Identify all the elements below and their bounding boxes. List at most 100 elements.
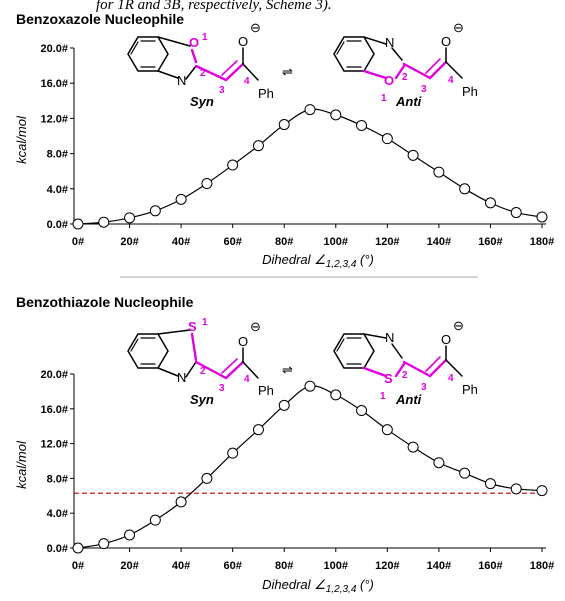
syn-label: Syn: [190, 94, 214, 109]
atom-number: 3: [421, 84, 427, 95]
panel-title: Benzoxazole Nucleophile: [16, 11, 184, 27]
charge: ⊖: [250, 319, 261, 334]
y-tick-label: 16.0#: [40, 78, 68, 90]
charge: ⊖: [453, 20, 464, 35]
syn-molecule: S 1 N 2 3 4 O ⊖ Ph Syn: [127, 317, 274, 407]
x-tick-label: 100#: [324, 236, 348, 248]
atom-number: 4: [448, 75, 454, 86]
oxide: O: [238, 334, 248, 349]
data-point: [278, 119, 290, 131]
phenyl: Ph: [258, 383, 274, 398]
x-ticks: 0#20#40#60#80#100#120#140#160#180#: [72, 224, 554, 248]
data-point: [201, 472, 213, 484]
data-point: [252, 424, 264, 436]
phenyl: Ph: [462, 84, 478, 99]
data-point: [510, 207, 522, 219]
atom-number: 4: [448, 373, 454, 384]
data-point: [149, 514, 161, 526]
y-tick-label: 4.0#: [47, 508, 68, 520]
data-point: [433, 166, 445, 178]
y-tick-label: 0.0#: [47, 219, 68, 231]
ring-nitrogen: N: [385, 330, 394, 345]
atom-number: 3: [219, 85, 225, 96]
y-tick-label: 4.0#: [47, 184, 68, 196]
x-tick-label: 100#: [324, 560, 348, 572]
panel-title: Benzothiazole Nucleophile: [16, 294, 194, 310]
data-point: [227, 159, 239, 171]
data-point: [175, 496, 187, 508]
atom-number: 2: [200, 68, 206, 79]
data-point: [227, 447, 239, 459]
syn-label: Syn: [190, 392, 214, 407]
atom-number: 3: [219, 383, 225, 394]
y-tick-label: 8.0#: [47, 149, 68, 161]
x-ticks: 0#20#40#60#80#100#120#140#160#180#: [72, 548, 554, 572]
anti-heteroatom: S: [384, 371, 393, 386]
series-line: [77, 108, 543, 225]
data-point: [149, 205, 161, 217]
syn-heteroatom: S: [188, 319, 197, 334]
data-point: [407, 441, 419, 453]
ring-nitrogen: N: [385, 35, 394, 50]
data-point: [433, 457, 445, 469]
ring-nitrogen: N: [177, 370, 186, 385]
syn-heteroatom: O: [189, 35, 199, 50]
y-tick-label: 16.0#: [40, 404, 68, 416]
y-axis-label: kcal/mol: [14, 440, 29, 489]
anti-molecule: N S 1 2 3 4 O ⊖ Ph Anti: [333, 318, 478, 407]
data-point: [381, 133, 393, 145]
atom-number: 4: [244, 76, 250, 87]
data-point: [72, 542, 84, 554]
charge: ⊖: [250, 20, 261, 35]
data-point: [356, 119, 368, 131]
data-point: [484, 197, 496, 209]
y-ticks: 0.0# 4.0# 8.0# 12.0# 16.0# 20.0#: [40, 369, 74, 555]
data-point: [536, 211, 548, 223]
x-tick-label: 40#: [172, 236, 190, 248]
anti-label: Anti: [395, 94, 422, 109]
data-point: [536, 485, 548, 497]
x-tick-label: 60#: [223, 560, 241, 572]
data-point: [304, 104, 316, 116]
oxide: O: [238, 34, 248, 49]
oxide: O: [441, 332, 451, 347]
y-tick-label: 8.0#: [47, 473, 68, 485]
data-point: [484, 478, 496, 490]
oxide: O: [441, 34, 451, 49]
atom-number: 2: [402, 370, 408, 381]
atom-number: 1: [380, 391, 386, 402]
ring-nitrogen: N: [177, 73, 186, 88]
x-tick-label: 80#: [275, 560, 293, 572]
y-tick-label: 12.0#: [40, 439, 68, 451]
data-point: [175, 193, 187, 205]
syn-molecule: O 1 N 2 3 4 O ⊖ Ph Syn: [127, 20, 274, 109]
data-point: [98, 538, 110, 550]
series: [72, 104, 548, 230]
atom-number: 4: [244, 374, 250, 385]
data-point: [459, 183, 471, 195]
y-ticks: 0.0# 4.0# 8.0# 12.0# 16.0# 20.0#: [40, 43, 74, 231]
y-tick-label: 20.0#: [40, 43, 68, 55]
data-point: [72, 218, 84, 230]
y-tick-label: 20.0#: [40, 369, 68, 381]
data-point: [407, 149, 419, 161]
x-tick-label: 80#: [275, 236, 293, 248]
y-tick-label: 0.0#: [47, 543, 68, 555]
header-fragment: for 1R and 3B, respectively, Scheme 3).: [96, 0, 332, 13]
x-tick-label: 0#: [72, 560, 84, 572]
data-point: [459, 467, 471, 479]
anti-label: Anti: [395, 392, 422, 407]
x-tick-label: 20#: [120, 560, 138, 572]
x-tick-label: 40#: [172, 560, 190, 572]
data-point: [252, 140, 264, 152]
data-point: [304, 380, 316, 392]
x-axis-label: Dihedral ∠1,2,3,4 (°): [262, 577, 374, 595]
equilibrium-arrows: ⇌: [282, 64, 293, 79]
panel-benzoxazole: Benzoxazole Nucleophile 0.0# 4.0# 8.0# 12.0…: [14, 11, 554, 270]
atom-number: 2: [200, 366, 206, 377]
x-tick-label: 160#: [478, 560, 502, 572]
y-axis-label: kcal/mol: [14, 115, 29, 164]
atom-number: 2: [402, 72, 408, 83]
y-tick-label: 12.0#: [40, 113, 68, 125]
data-point: [330, 389, 342, 401]
